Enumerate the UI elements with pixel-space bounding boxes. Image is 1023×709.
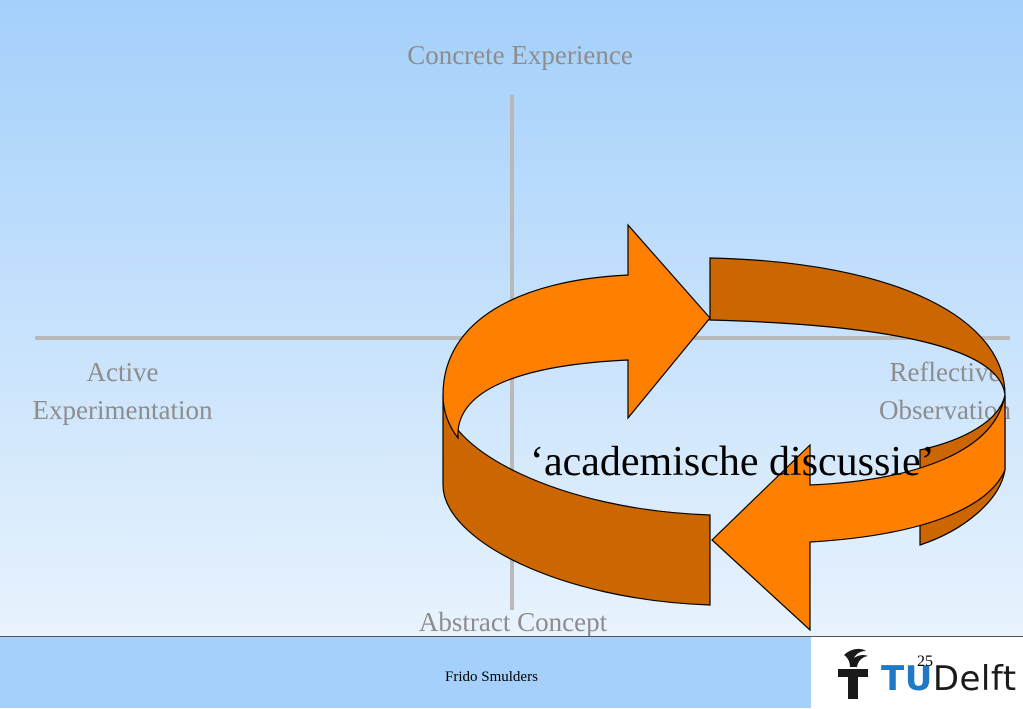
- cycle-arrow-bottom: [711, 394, 1006, 632]
- cycle-arrow-top: [442, 223, 711, 440]
- tu-flame-icon: [838, 648, 868, 699]
- axis-left-label: Active Experimentation: [0, 354, 245, 430]
- axis-left-line-1: Active: [86, 357, 159, 387]
- footer-bar: Frido Smulders TUDelft 25: [0, 636, 1023, 709]
- cycle-label: ‘academische discussie’: [530, 439, 935, 485]
- logo-wordmark: TUDelft: [881, 659, 1017, 699]
- footer-author: Frido Smulders: [445, 669, 538, 685]
- logo-delft: Delft: [932, 659, 1017, 699]
- page-number: 25: [917, 653, 933, 670]
- axis-left-line-2: Experimentation: [32, 394, 213, 425]
- axis-top-label: Concrete Experience: [407, 40, 633, 70]
- axis-bottom-label: Abstract Concept: [418, 607, 608, 637]
- tu-delft-logo: TUDelft: [811, 637, 1023, 709]
- cycle-band-left: [442, 394, 711, 606]
- logo-u: TU: [881, 659, 933, 699]
